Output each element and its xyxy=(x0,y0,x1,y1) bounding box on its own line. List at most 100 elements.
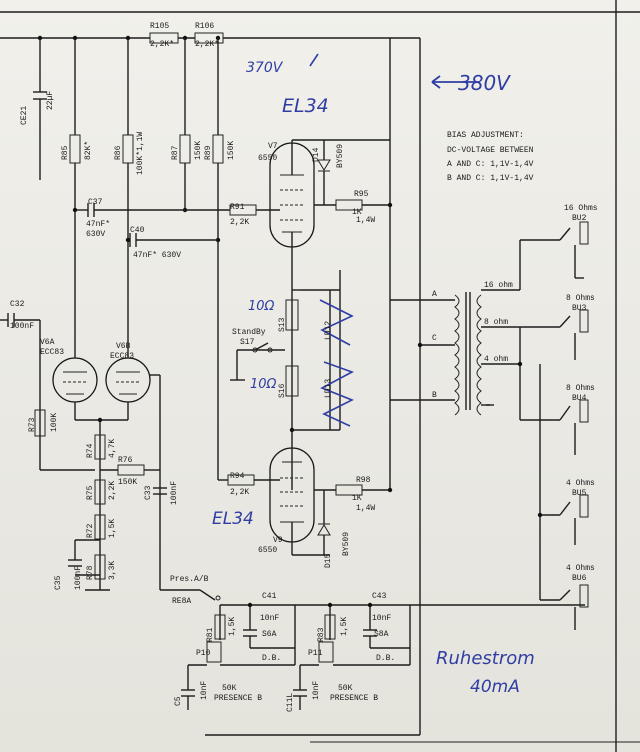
c5-label: C5 xyxy=(174,696,183,706)
s8a-label: S8A xyxy=(374,630,389,639)
bu5-ohms: 4 Ohms xyxy=(566,479,595,488)
presence-b-2: PRESENCE B xyxy=(330,694,378,703)
r81-label: R81 xyxy=(206,627,215,642)
tap-a-label: A xyxy=(432,290,437,299)
r105-label: R105 xyxy=(150,22,169,31)
jack-bu3 xyxy=(559,309,589,360)
c41-label: C41 xyxy=(262,592,277,601)
r85-label: R85 xyxy=(61,145,70,160)
r73-body xyxy=(34,409,46,437)
s13-switch xyxy=(285,299,299,331)
d14-label: D14 xyxy=(312,147,321,162)
r75-label: R75 xyxy=(86,485,95,500)
r76-label: R76 xyxy=(118,456,133,465)
tap-8-label: 8 ohm xyxy=(484,318,508,327)
p11-label: P11 xyxy=(308,649,323,658)
r81-value: 1,5K xyxy=(228,617,237,636)
output-transformer xyxy=(454,292,482,416)
r106-value: 2,2K* xyxy=(195,40,219,49)
annotation-10ohm-a: 10Ω xyxy=(248,299,275,314)
bu4-ohms: 8 Ohms xyxy=(566,384,595,393)
r83-value: 1,5K xyxy=(340,617,349,636)
v6b-tube xyxy=(105,357,151,403)
r73-label: R73 xyxy=(28,417,37,432)
r74-value: 4,7K xyxy=(108,439,117,458)
bu3-ohms: 8 Ohms xyxy=(566,294,595,303)
c43-value: 10nF xyxy=(372,614,391,623)
r74-label: R74 xyxy=(86,443,95,458)
bias-line2: A AND C: 1,1V-1,4V xyxy=(447,160,534,169)
ld-scribble xyxy=(319,299,354,427)
bias-line3: B AND C: 1,1V-1,4V xyxy=(447,174,534,183)
r86-body xyxy=(122,134,134,164)
annotation-370v: 370V xyxy=(246,60,284,76)
v6b-label: V6B xyxy=(116,342,131,351)
r98-watt: 1,4W xyxy=(356,504,375,513)
ce21-label: CE21 xyxy=(20,106,29,125)
tap-4-label: 4 ohm xyxy=(484,355,508,364)
r83-body xyxy=(324,614,336,640)
annotation-ruhestrom: Ruhestrom xyxy=(436,648,535,669)
r91-label: R91 xyxy=(230,203,245,212)
annotation-380v: 380V xyxy=(458,71,511,95)
ce21-value: 22µF xyxy=(46,91,55,110)
jack-bu5 xyxy=(559,494,589,545)
r75-body xyxy=(94,479,106,505)
ld13-label: LD13 xyxy=(324,379,333,398)
r85-body xyxy=(69,134,81,164)
tap-c-label: C xyxy=(432,334,437,343)
bu5-label: BU5 xyxy=(572,489,587,498)
r78-body xyxy=(94,554,106,580)
annotation-10ohm-b: 10Ω xyxy=(250,377,277,392)
jack-bu2 xyxy=(559,221,589,279)
bias-title: BIAS ADJUSTMENT: xyxy=(447,131,524,140)
bias-line1: DC-VOLTAGE BETWEEN xyxy=(447,146,534,155)
s17-label: S17 xyxy=(240,338,255,347)
r85-value: 82K* xyxy=(84,141,93,160)
d15-value: BY509 xyxy=(342,532,351,556)
r105-value: 2,2K* xyxy=(150,40,174,49)
c11l-label: C11L xyxy=(286,693,295,712)
bu2-ohms: 16 Ohms xyxy=(564,204,598,213)
v6b-type: ECC83 xyxy=(110,352,134,361)
tap-b-label: B xyxy=(432,391,437,400)
bu2-label: BU2 xyxy=(572,214,587,223)
r98-label: R98 xyxy=(356,476,371,485)
r76-value: 150K xyxy=(118,478,137,487)
db1-label: D.B. xyxy=(262,654,281,663)
v6a-type: ECC83 xyxy=(40,348,64,357)
r83-label: R83 xyxy=(317,627,326,642)
bu3-label: BU3 xyxy=(572,304,587,313)
p10-label: P10 xyxy=(196,649,211,658)
r73-value: 100K xyxy=(50,413,59,432)
c32-label: C32 xyxy=(10,300,25,309)
jack-bu4 xyxy=(559,399,589,455)
r98-value: 1K xyxy=(352,494,362,503)
r72-label: R72 xyxy=(86,523,95,538)
c35-value: 100nF xyxy=(74,566,83,590)
r106-label: R106 xyxy=(195,22,214,31)
r87-value: 150K xyxy=(194,141,203,160)
v7-label: V7 xyxy=(268,142,278,151)
r86-label: R86 xyxy=(114,145,123,160)
v6a-label: V6A xyxy=(40,338,55,347)
r89-body xyxy=(212,134,224,164)
p11-pot xyxy=(318,641,334,663)
r87-body xyxy=(179,134,191,164)
c37-voltage: 630V xyxy=(86,230,105,239)
pres-label: Pres.A/B xyxy=(170,575,209,584)
db2-label: D.B. xyxy=(376,654,395,663)
d15-diode xyxy=(317,524,331,536)
annotation-el34-bottom: EL34 xyxy=(212,509,254,529)
r78-value: 3,3K xyxy=(108,561,117,580)
bu4-label: BU4 xyxy=(572,394,587,403)
d15-label: D15 xyxy=(324,553,333,568)
r94-value: 2,2K xyxy=(230,488,249,497)
presence-b-1: PRESENCE B xyxy=(214,694,262,703)
r72-body xyxy=(94,514,106,540)
ld12-label: LD12 xyxy=(324,321,333,340)
v9-label: V9 xyxy=(273,536,283,545)
d14-value: BY509 xyxy=(336,144,345,168)
